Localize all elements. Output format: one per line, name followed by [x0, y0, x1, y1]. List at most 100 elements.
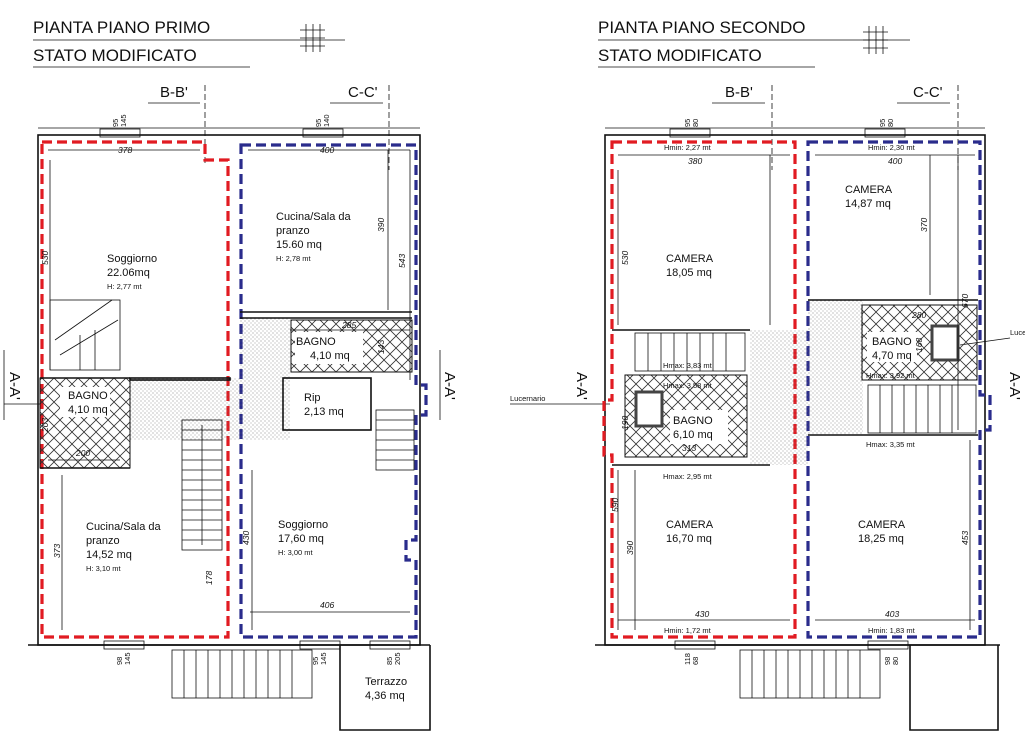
- svg-text:CAMERA: CAMERA: [858, 519, 906, 531]
- svg-text:Cucina/Sala da: Cucina/Sala da: [86, 521, 161, 533]
- plan-second-floor: PIANTA PIANO SECONDO STATO MODIFICATO B-…: [510, 18, 1025, 731]
- svg-text:406: 406: [320, 600, 334, 610]
- svg-text:143: 143: [376, 340, 386, 354]
- section-marker-a-left: A-A': [573, 372, 590, 400]
- section-marker-a-left: A-A': [6, 372, 23, 400]
- svg-text:380: 380: [688, 156, 702, 166]
- svg-text:Hmin: 1,83 mt: Hmin: 1,83 mt: [868, 626, 916, 635]
- plan-subtitle: STATO MODIFICATO: [598, 46, 762, 65]
- room-soggiorno-b: Soggiorno 17,60 mq H: 3,00 mt: [278, 519, 328, 557]
- svg-text:95: 95: [878, 119, 887, 127]
- room-bagno-c: BAGNO 6,10 mq: [673, 415, 713, 441]
- svg-text:6,10 mq: 6,10 mq: [673, 429, 713, 441]
- svg-text:403: 403: [885, 609, 899, 619]
- svg-text:80: 80: [691, 119, 700, 127]
- svg-text:430: 430: [695, 609, 709, 619]
- svg-text:280: 280: [911, 310, 926, 320]
- svg-text:313: 313: [682, 443, 696, 453]
- svg-text:200: 200: [75, 448, 90, 458]
- svg-text:145: 145: [319, 652, 328, 665]
- room-terrazzo: Terrazzo 4,36 mq: [365, 676, 407, 702]
- plan-title: PIANTA PIANO PRIMO: [33, 18, 210, 37]
- svg-text:18,25 mq: 18,25 mq: [858, 533, 904, 545]
- svg-text:4,36 mq: 4,36 mq: [365, 690, 405, 702]
- unit-b-boundary: [806, 140, 992, 639]
- svg-text:Hmin: 2,27 mt: Hmin: 2,27 mt: [664, 143, 712, 152]
- svg-text:14,87 mq: 14,87 mq: [845, 198, 891, 210]
- svg-text:H: 2,78 mt: H: 2,78 mt: [276, 254, 312, 263]
- svg-text:145: 145: [119, 114, 128, 127]
- svg-text:373: 373: [52, 544, 62, 558]
- exterior-stair: [171, 649, 313, 699]
- svg-text:400: 400: [888, 156, 902, 166]
- room-camera-tr: CAMERA 14,87 mq: [845, 184, 893, 210]
- svg-text:95: 95: [111, 119, 120, 127]
- room-bagno-r: BAGNO 4,70 mq: [872, 336, 912, 362]
- svg-text:178: 178: [204, 571, 214, 585]
- skylight-icon: [930, 324, 960, 362]
- svg-text:BAGNO: BAGNO: [68, 390, 108, 402]
- unit-b-boundary: [239, 143, 428, 639]
- svg-text:Terrazzo: Terrazzo: [365, 676, 407, 688]
- plan-title: PIANTA PIANO SECONDO: [598, 18, 806, 37]
- svg-text:203: 203: [40, 418, 50, 433]
- svg-text:CAMERA: CAMERA: [666, 253, 714, 265]
- svg-text:2,13 mq: 2,13 mq: [304, 406, 344, 418]
- svg-text:543: 543: [397, 254, 407, 268]
- svg-text:Hmax: 3,35 mt: Hmax: 3,35 mt: [866, 440, 916, 449]
- room-cucina-b: Cucina/Sala da pranzo 15.60 mq H: 2,78 m…: [276, 211, 351, 263]
- section-marker-c: C-C': [348, 84, 378, 101]
- stair-upper: [49, 299, 121, 371]
- svg-text:80: 80: [886, 119, 895, 127]
- room-ripostiglio: Rip 2,13 mq: [304, 392, 344, 418]
- unit-a-boundary: [40, 140, 230, 639]
- svg-text:Soggiorno: Soggiorno: [107, 253, 157, 265]
- svg-text:Hmin: 1,72 mt: Hmin: 1,72 mt: [664, 626, 712, 635]
- svg-text:16,70 mq: 16,70 mq: [666, 533, 712, 545]
- svg-text:BAGNO: BAGNO: [872, 336, 912, 348]
- svg-text:95: 95: [683, 119, 692, 127]
- svg-text:530: 530: [40, 251, 50, 265]
- svg-text:370: 370: [919, 218, 929, 232]
- svg-text:118: 118: [683, 653, 692, 665]
- plan-subtitle: STATO MODIFICATO: [33, 46, 197, 65]
- room-bagno-a: BAGNO 4,10 mq: [68, 390, 108, 416]
- label-lucernario: Lucernario: [510, 394, 545, 403]
- svg-text:4,10 mq: 4,10 mq: [310, 350, 350, 362]
- svg-text:430: 430: [241, 531, 251, 545]
- stair: [634, 332, 746, 372]
- svg-text:H: 2,77 mt: H: 2,77 mt: [107, 282, 143, 291]
- svg-text:BAGNO: BAGNO: [673, 415, 713, 427]
- svg-text:Cucina/Sala da: Cucina/Sala da: [276, 211, 351, 223]
- svg-text:68: 68: [691, 657, 700, 665]
- svg-text:590: 590: [610, 498, 620, 512]
- svg-text:95: 95: [311, 657, 320, 665]
- section-marker-a-right: A-A': [1006, 372, 1023, 400]
- svg-text:378: 378: [118, 145, 132, 155]
- svg-text:H: 3,00 mt: H: 3,00 mt: [278, 548, 314, 557]
- skylight-icon: [634, 390, 664, 428]
- svg-text:190: 190: [620, 416, 630, 430]
- svg-text:Hmax: 3,83 mt: Hmax: 3,83 mt: [663, 361, 713, 370]
- plan-first-floor: PIANTA PIANO PRIMO STATO MODIFICATO B-B'…: [3, 18, 458, 731]
- svg-text:95: 95: [314, 119, 323, 127]
- section-marker-a-right: A-A': [441, 372, 458, 400]
- room-soggiorno-a: Soggiorno 22.06mq H: 2,77 mt: [107, 253, 157, 291]
- room-camera-tl: CAMERA 18,05 mq: [666, 253, 714, 279]
- svg-text:15.60 mq: 15.60 mq: [276, 239, 322, 251]
- svg-text:390: 390: [376, 218, 386, 232]
- svg-text:4,70 mq: 4,70 mq: [872, 350, 912, 362]
- stair-right: [375, 409, 415, 471]
- label-lucernario-right: Luce: [1010, 328, 1025, 337]
- svg-text:pranzo: pranzo: [276, 225, 310, 237]
- section-marker-b: B-B': [725, 84, 753, 101]
- north-grid-icon: [300, 24, 325, 52]
- svg-text:17,60 mq: 17,60 mq: [278, 533, 324, 545]
- svg-text:Hmax: 3,92 mt: Hmax: 3,92 mt: [866, 371, 916, 380]
- svg-text:390: 390: [625, 541, 635, 555]
- svg-text:14,52 mq: 14,52 mq: [86, 549, 132, 561]
- section-marker-c: C-C': [913, 84, 943, 101]
- svg-text:H: 3,10 mt: H: 3,10 mt: [86, 564, 122, 573]
- svg-text:pranzo: pranzo: [86, 535, 120, 547]
